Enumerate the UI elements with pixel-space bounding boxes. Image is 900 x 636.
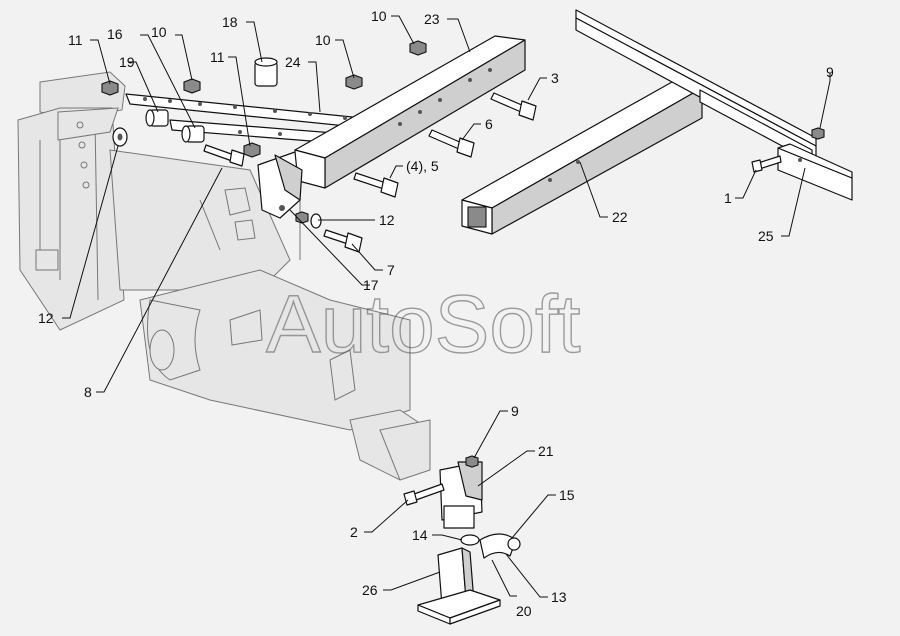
callout-24: 24 (285, 54, 301, 70)
callout-2: 2 (350, 524, 358, 540)
callout-23: 23 (424, 11, 440, 27)
t-frame-22 (461, 9, 817, 235)
washer-12-left (112, 127, 128, 147)
callout-8: 8 (84, 384, 92, 400)
callout-18: 18 (222, 14, 238, 30)
callout-17: 17 (363, 277, 379, 293)
callout-1: 1 (724, 190, 732, 206)
callout-15: 15 (559, 487, 575, 503)
callout-3: 3 (551, 70, 559, 86)
bar-25 (751, 127, 853, 201)
callout-26: 26 (362, 582, 378, 598)
callout-14: 14 (412, 527, 428, 543)
callout-16: 16 (107, 26, 123, 42)
callout-20: 20 (516, 603, 532, 619)
callout-9: 9 (511, 403, 519, 419)
callout-11: 11 (68, 32, 83, 48)
callout-12: 12 (379, 212, 395, 228)
machine-frame (17, 71, 431, 481)
callout-12: 12 (38, 310, 54, 326)
bracket-17 (257, 151, 303, 219)
spacers-16-19 (145, 109, 205, 143)
callout-10: 10 (371, 8, 387, 24)
callout-10: 10 (151, 24, 167, 40)
callout-22: 22 (612, 209, 628, 225)
leader-lines (62, 15, 831, 598)
callout-11: 11 (210, 49, 225, 65)
callout-19: 19 (119, 54, 135, 70)
bolts (203, 92, 537, 253)
callout-7: 7 (387, 262, 395, 278)
stand-assembly (403, 455, 521, 625)
nuts (101, 40, 427, 158)
callout-6: 6 (485, 116, 493, 132)
square-tube-23 (294, 35, 526, 189)
callout-13: 13 (551, 589, 567, 605)
callout-10: 10 (315, 32, 331, 48)
callout-9: 9 (826, 64, 834, 80)
spacer-18 (254, 57, 278, 87)
watermark: AutoSoft (266, 279, 581, 370)
callout-21: 21 (538, 443, 554, 459)
callout-25: 25 (758, 228, 774, 244)
callout-labels: 11 16 10 18 10 23 19 11 24 10 3 6 (4), 5… (38, 8, 834, 619)
callout-4-5: (4), 5 (406, 158, 439, 174)
